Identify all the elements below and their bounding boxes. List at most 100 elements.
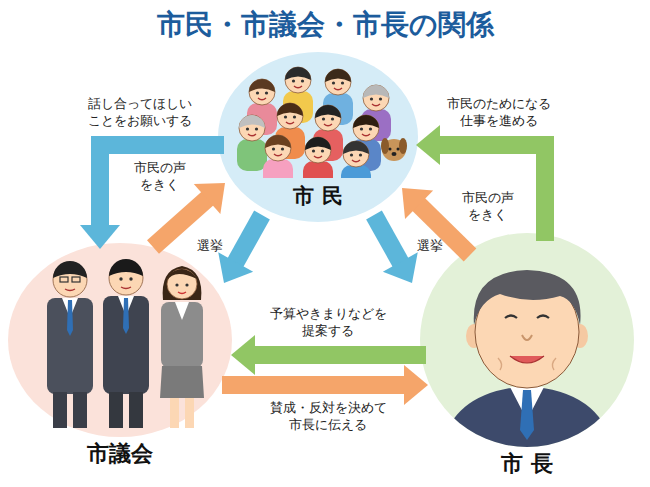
illustration-part xyxy=(129,392,143,428)
illustration-part xyxy=(305,137,331,163)
arrow-head xyxy=(402,188,433,219)
arrow-label: 話し合ってほしいことをお願いする xyxy=(86,96,194,130)
illustration-part xyxy=(175,283,178,286)
illustration-part xyxy=(237,115,267,171)
illustration-part xyxy=(397,148,400,151)
illustration-part xyxy=(315,105,341,131)
node-label: 市 長 xyxy=(420,449,634,479)
illustration-part xyxy=(160,366,204,398)
illustration-part xyxy=(53,392,67,428)
illustration-part xyxy=(265,135,291,148)
illustration-part xyxy=(265,135,291,161)
illustration-part xyxy=(440,386,614,460)
illustration-part xyxy=(123,298,129,334)
illustration-part xyxy=(505,316,517,319)
arrow-label: 選挙 xyxy=(414,238,445,255)
arrow-shaft xyxy=(100,145,224,229)
arrow-head xyxy=(80,225,120,249)
illustration-part xyxy=(160,266,204,428)
arrow-head xyxy=(416,125,440,165)
illustration-part xyxy=(537,316,549,319)
illustration-part xyxy=(303,137,333,178)
council-members xyxy=(47,259,204,428)
illustration-part xyxy=(343,141,369,154)
illustration-part xyxy=(263,135,293,178)
illustration-part xyxy=(510,356,544,363)
flow-arrow xyxy=(218,215,262,283)
illustration-part xyxy=(353,115,379,128)
arrow-label: 市民の声をきく xyxy=(132,160,188,194)
illustration-part xyxy=(498,358,502,370)
illustration-part xyxy=(47,298,93,394)
arrow-shaft xyxy=(222,376,408,394)
arrow-shaft xyxy=(251,346,426,364)
illustration-part xyxy=(185,398,194,428)
arrow-head xyxy=(194,183,225,214)
illustration-part xyxy=(285,67,311,80)
illustration-part xyxy=(73,392,87,428)
arrow-label: 選挙 xyxy=(194,238,225,255)
illustration-part xyxy=(305,137,331,150)
flow-arrow xyxy=(374,215,418,283)
arrow-head xyxy=(231,335,255,375)
flow-arrow xyxy=(153,183,225,247)
mayor-figure xyxy=(440,270,614,460)
illustration-part xyxy=(325,69,351,82)
illustration-part xyxy=(72,277,80,282)
illustration-part xyxy=(389,148,392,151)
illustration-part xyxy=(47,261,93,428)
illustration-part xyxy=(237,139,267,171)
arrow-shaft xyxy=(374,215,402,266)
illustration-part xyxy=(341,141,371,178)
illustration-part xyxy=(237,67,407,178)
illustration-part xyxy=(67,300,73,336)
illustration-part xyxy=(167,269,197,299)
illustration-part xyxy=(382,139,406,161)
illustration-part xyxy=(474,270,581,325)
illustration-part xyxy=(343,141,369,167)
arrow-label: 市民の声をきく xyxy=(460,190,516,224)
arrow-head xyxy=(404,365,428,405)
illustration-part xyxy=(65,289,75,291)
illustration-part xyxy=(363,85,389,98)
illustration-part xyxy=(185,283,188,286)
illustration-part xyxy=(163,266,202,300)
arrow-label: 市民のためになる仕事を進める xyxy=(445,96,553,130)
arrow-label: 予算やきまりなどを提案する xyxy=(268,306,389,340)
illustration-part xyxy=(392,152,397,156)
illustration-part xyxy=(239,115,265,141)
node-label: 市議会 xyxy=(8,439,232,469)
illustration-part xyxy=(285,67,311,93)
illustration-part xyxy=(249,79,275,92)
illustration-part xyxy=(522,335,532,340)
illustration-part xyxy=(303,161,333,178)
illustration-part xyxy=(399,138,407,154)
illustration-part xyxy=(520,390,534,440)
illustration-part xyxy=(175,302,189,320)
illustration-part xyxy=(121,287,131,289)
illustration-part xyxy=(129,277,132,280)
dog xyxy=(381,138,407,161)
illustration-part xyxy=(103,259,149,428)
node-label: 市 民 xyxy=(218,182,418,210)
illustration-part xyxy=(239,115,265,128)
arrow-head xyxy=(218,252,253,283)
citizen-crowd xyxy=(237,67,407,178)
illustration-part xyxy=(109,259,143,276)
illustration-part xyxy=(315,105,341,118)
illustration-part xyxy=(552,358,556,370)
arrow-shaft xyxy=(234,215,262,266)
arrow-label: 賛成・反対を決めて市長に伝える xyxy=(268,400,389,434)
illustration-part xyxy=(381,138,389,154)
illustration-part xyxy=(325,69,351,95)
illustration-part xyxy=(119,277,122,280)
flow-arrow xyxy=(231,335,426,375)
diagram-title: 市民・市議会・市長の関係 xyxy=(0,6,650,44)
illustration-part xyxy=(249,79,275,105)
illustration-part xyxy=(109,392,123,428)
illustration-part xyxy=(277,103,303,129)
illustration-part xyxy=(263,159,293,178)
illustration-part xyxy=(161,302,203,368)
flow-arrow xyxy=(402,188,470,255)
flow-arrow xyxy=(222,365,428,405)
